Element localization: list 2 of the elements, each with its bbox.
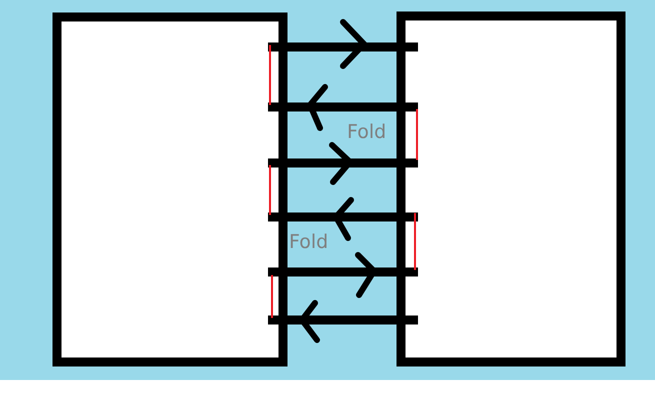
fold-label: Fold — [289, 233, 328, 252]
fold-label: Fold — [347, 123, 386, 142]
